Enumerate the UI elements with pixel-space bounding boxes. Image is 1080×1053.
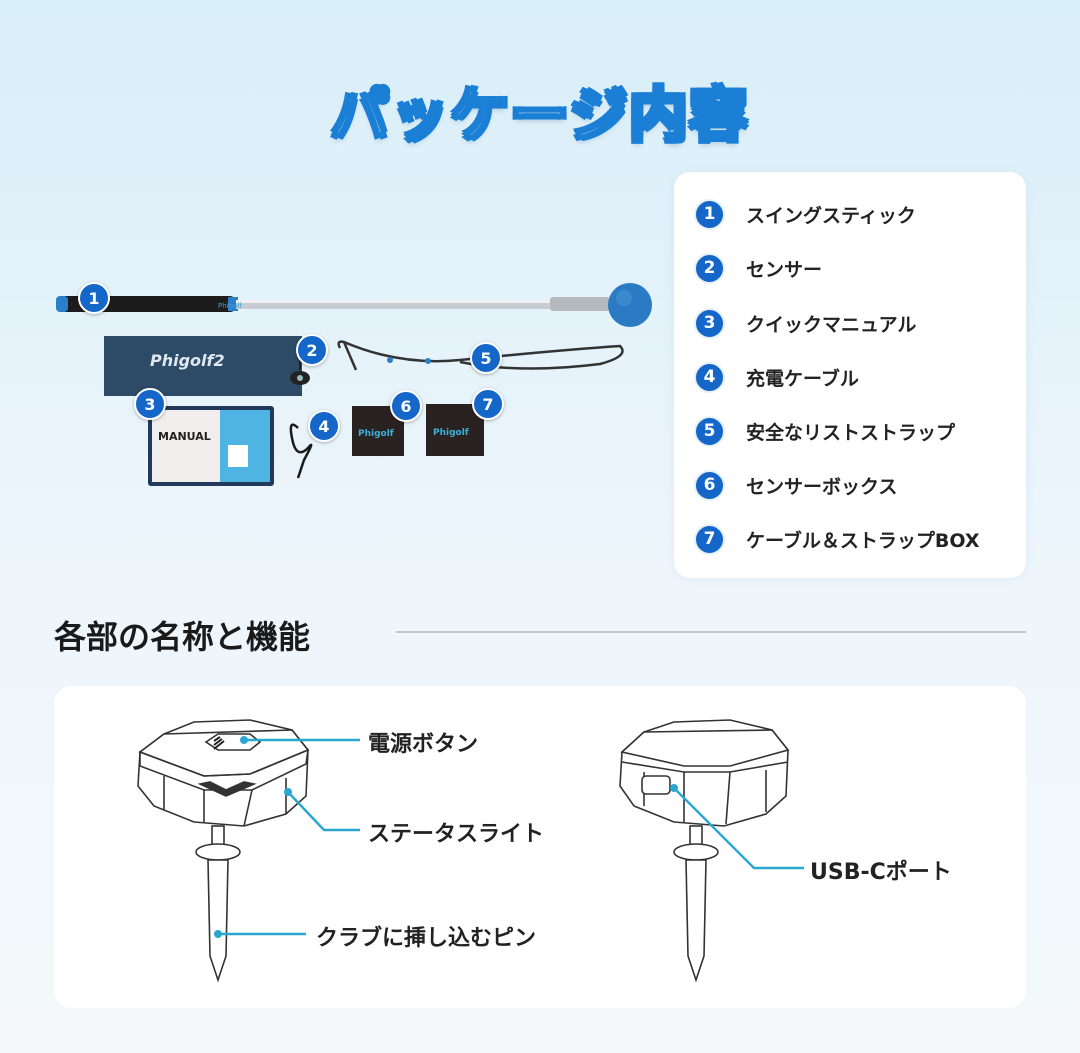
contents-list-card: 1 スイングスティック 2 センサー 3 クイックマニュアル 4 充電ケーブル …: [674, 172, 1026, 578]
number-badge: 1: [694, 198, 725, 230]
item-label: クイックマニュアル: [746, 313, 917, 336]
callout-power-button: 電源ボタン: [368, 732, 479, 757]
number-badge: 4: [694, 361, 725, 393]
photo-badge-4: 4: [308, 410, 340, 442]
parts-diagram-card: 電源ボタン ステータスライト クラブに挿し込むピン USB-Cポート: [54, 686, 1026, 1008]
photo-badge-6: 6: [390, 390, 422, 422]
photo-badge-5: 5: [470, 342, 502, 374]
section-title: 各部の名称と機能: [54, 618, 311, 656]
package-photo-illustration: Phigolf Phigolf2 MANUAL Phigolf Phigolf: [56, 283, 652, 486]
number-badge: 7: [694, 523, 725, 555]
number-badge: 5: [694, 415, 725, 447]
list-item: 7 ケーブル＆ストラップBOX: [694, 522, 979, 556]
list-item: 5 安全なリストストラップ: [694, 414, 955, 448]
number-badge: 2: [694, 252, 725, 284]
list-item: 6 センサーボックス: [694, 468, 897, 502]
list-item: 2 センサー: [694, 251, 822, 285]
list-item: 1 スイングスティック: [694, 197, 916, 231]
item-label: 充電ケーブル: [746, 367, 859, 390]
page-title: パッケージ内容: [329, 80, 750, 151]
section-divider: [396, 631, 1026, 633]
callout-pin: クラブに挿し込むピン: [316, 926, 537, 951]
photo-badge-7: 7: [472, 388, 504, 420]
item-label: センサー: [746, 258, 823, 281]
package-contents-photo: Phigolf Phigolf2 MANUAL Phigolf Phigolf …: [40, 270, 670, 500]
callout-status-light: ステータスライト: [368, 822, 545, 847]
photo-badge-1: 1: [78, 282, 110, 314]
svg-text:Phigolf: Phigolf: [433, 428, 469, 438]
item-label: センサーボックス: [746, 475, 898, 498]
item-label: ケーブル＆ストラップBOX: [746, 529, 980, 552]
svg-text:MANUAL: MANUAL: [158, 430, 211, 443]
number-badge: 6: [694, 469, 725, 501]
svg-text:Phigolf: Phigolf: [358, 429, 394, 439]
svg-text:Phigolf: Phigolf: [218, 302, 242, 310]
sensor-diagram: [137, 719, 804, 983]
photo-badge-2: 2: [296, 334, 328, 366]
list-item: 4 充電ケーブル: [694, 360, 859, 394]
item-label: 安全なリストストラップ: [746, 421, 956, 444]
list-item: 3 クイックマニュアル: [694, 306, 916, 340]
svg-text:Phigolf2: Phigolf2: [150, 351, 225, 370]
item-label: スイングスティック: [746, 204, 916, 227]
number-badge: 3: [694, 307, 725, 339]
callout-usb-port: USB-Cポート: [810, 860, 952, 885]
photo-badge-3: 3: [134, 388, 166, 420]
